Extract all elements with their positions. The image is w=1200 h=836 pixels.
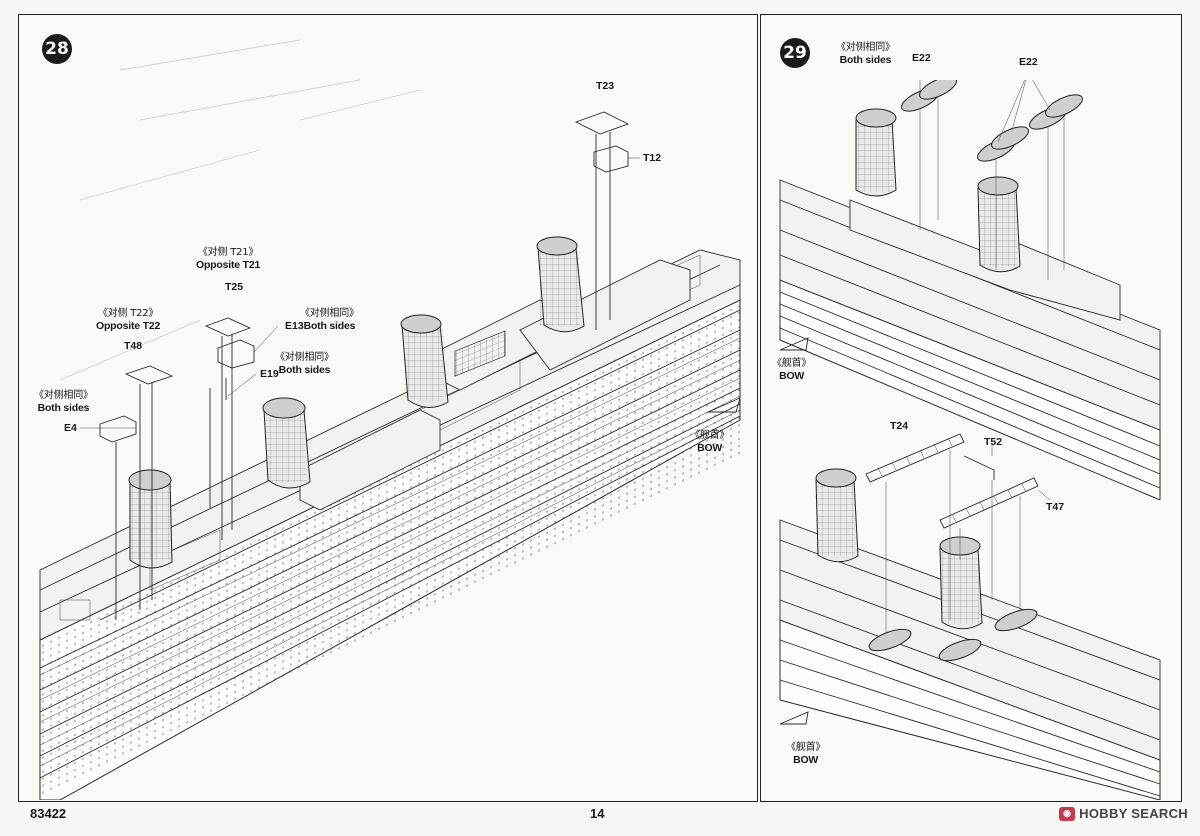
note-opposite-t21: 《对侧 T21》 Opposite T21 [196, 247, 260, 271]
part-label-t25: T25 [225, 281, 244, 293]
part-label-e22-left: E22 [912, 52, 931, 64]
note-opposite-t22-cn: 《对侧 T22》 [97, 308, 159, 319]
note-bow-29-bottom-en: BOW [793, 754, 819, 766]
product-code: 83422 [30, 806, 67, 821]
watermark: ◉ HOBBY SEARCH [1059, 806, 1188, 821]
note-both-sides-1-cn: 《对侧相同》 [300, 308, 359, 319]
note-opposite-t22-en: Opposite T22 [96, 320, 161, 332]
lifeboats-e22 [901, 80, 1083, 280]
step-number-28: 28 [42, 34, 72, 64]
note-bow-28: 《舰首》 BOW [690, 430, 729, 454]
part-label-e13: E13 [285, 320, 304, 332]
part-t47-ladder [939, 477, 1051, 620]
part-label-t24: T24 [890, 420, 909, 432]
note-opposite-t21-en: Opposite T21 [196, 259, 261, 271]
step-28-ship [39, 39, 741, 800]
part-label-t52: T52 [984, 436, 1003, 448]
part-t48-shape [124, 365, 174, 610]
part-label-t48: T48 [124, 340, 143, 352]
part-e4-shape [99, 415, 137, 620]
note-both-sides-29-cn: 《对侧相同》 [836, 42, 895, 53]
page-number: 14 [590, 806, 605, 821]
step-29-upper-ship [779, 80, 1161, 500]
funnel-3 [262, 397, 311, 489]
watermark-text: HOBBY SEARCH [1079, 806, 1188, 821]
part-t52-rod [963, 444, 995, 600]
part-t12-shape [593, 145, 629, 173]
note-bow-29-top: 《舰首》 BOW [772, 358, 811, 382]
part-label-t12: T12 [643, 152, 662, 164]
note-both-sides-2-en: Both sides [278, 364, 331, 376]
part-label-t47: T47 [1046, 501, 1065, 513]
note-both-sides-3-en: Both sides [37, 402, 90, 414]
part-e13-shape [217, 339, 255, 369]
note-both-sides-1-en: Both sides [303, 320, 356, 332]
note-both-sides-3: 《对侧相同》 Both sides [34, 390, 93, 414]
part-label-e4: E4 [64, 422, 77, 434]
note-both-sides-2: 《对侧相同》 Both sides [275, 352, 334, 376]
note-both-sides-29-en: Both sides [839, 54, 892, 66]
note-bow-28-cn: 《舰首》 [690, 430, 730, 441]
step-29-lower-ship [779, 433, 1161, 800]
note-both-sides-3-cn: 《对侧相同》 [34, 390, 93, 401]
note-bow-29-bottom: 《舰首》 BOW [786, 742, 825, 766]
watermark-logo-icon: ◉ [1059, 806, 1076, 821]
part-e19-shape [209, 378, 227, 508]
note-bow-29-top-cn: 《舰首》 [772, 358, 812, 369]
note-opposite-t22: 《对侧 T22》 Opposite T22 [96, 308, 160, 332]
part-t24-ladder [865, 433, 965, 640]
note-both-sides-29: 《对侧相同》 Both sides [836, 42, 895, 66]
part-label-t23: T23 [596, 80, 615, 92]
note-bow-28-en: BOW [697, 442, 723, 454]
note-both-sides-2-cn: 《对侧相同》 [275, 352, 334, 363]
step-number-29: 29 [780, 38, 810, 68]
part-label-e22-right: E22 [1019, 56, 1038, 68]
funnel-1 [536, 236, 585, 333]
part-label-e19: E19 [260, 368, 279, 380]
note-both-sides-1: 《对侧相同》 Both sides [300, 308, 359, 332]
note-bow-29-top-en: BOW [779, 370, 805, 382]
note-opposite-t21-cn: 《对侧 T21》 [197, 247, 259, 258]
note-bow-29-bottom-cn: 《舰首》 [786, 742, 826, 753]
part-t25-shape [204, 317, 252, 540]
funnel-4 [128, 469, 173, 569]
funnel-2 [400, 314, 449, 408]
